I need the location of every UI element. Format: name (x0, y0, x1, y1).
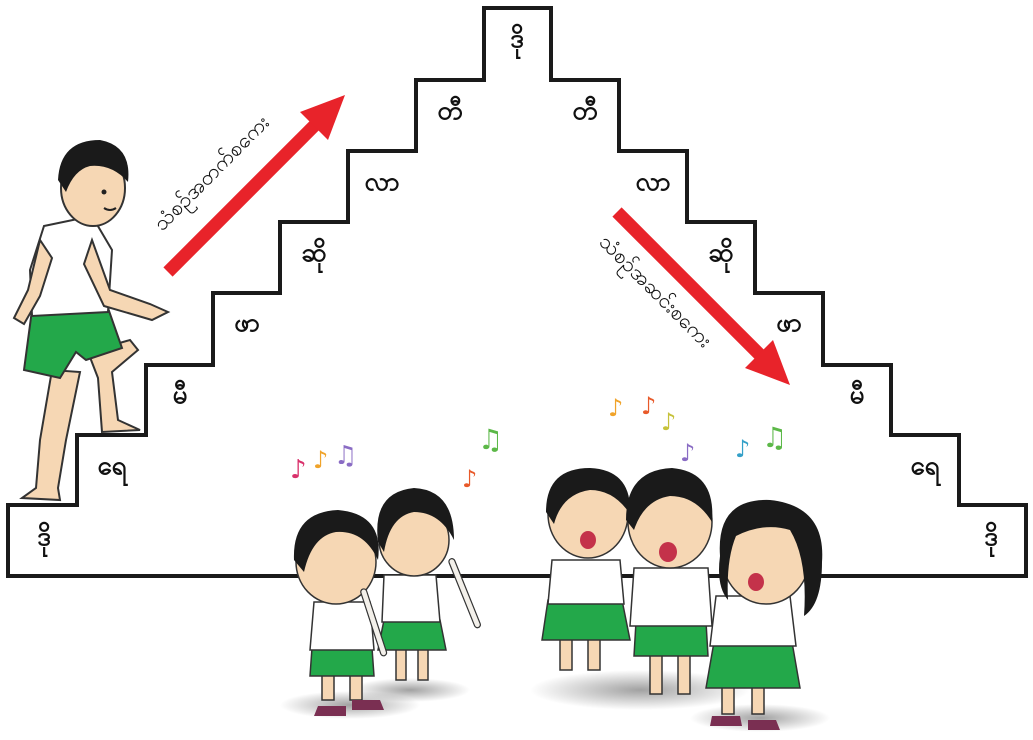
music-note-icon: ♪ (641, 392, 656, 420)
step-label-do-high: ဒို (510, 23, 524, 60)
step-label-sol-up: ဆို (301, 237, 326, 274)
flute-players-illustration (280, 488, 481, 719)
descending-step-labels: တီ လာ ဆို ဖာ မီ ရေ ဒို (572, 95, 997, 558)
descending-arrow (612, 207, 790, 385)
music-notes-left: ♪ ♪ ♫ ♪ ♫ (290, 423, 503, 493)
music-note-icon: ♪ (680, 439, 695, 467)
step-label-la-down: လာ (635, 167, 670, 197)
music-note-icon: ♪ (608, 394, 623, 422)
music-note-icon: ♫ (334, 441, 357, 471)
step-label-ti-up: တီ (437, 95, 463, 126)
step-label-do-end: ဒို (984, 521, 998, 558)
music-note-icon: ♪ (290, 455, 307, 485)
music-note-icon: ♪ (661, 408, 676, 436)
boy-climbing-illustration (12, 140, 171, 502)
music-notes-right: ♪ ♪ ♪ ♪ ♪ ♫ (608, 392, 787, 467)
staircase-outline (6, 6, 1028, 578)
step-label-mi-up: မီ (173, 379, 188, 410)
singing-children-illustration (530, 468, 830, 732)
music-note-icon: ♪ (735, 435, 750, 463)
music-note-icon: ♫ (478, 423, 503, 456)
step-label-mi-down: မီ (850, 379, 865, 410)
music-note-icon: ♪ (462, 465, 477, 493)
music-note-icon: ♫ (762, 421, 787, 454)
step-label-la-up: လာ (364, 167, 399, 197)
music-note-icon: ♪ (313, 446, 328, 474)
step-label-fa-down: ဖာ (776, 308, 802, 338)
step-label-fa-up: ဖာ (234, 308, 260, 338)
step-label-sol-down: ဆို (708, 237, 733, 274)
step-label-do-low: ဒို (37, 521, 51, 558)
step-label-ti-down: တီ (572, 95, 598, 126)
ascending-arrow (163, 95, 345, 277)
